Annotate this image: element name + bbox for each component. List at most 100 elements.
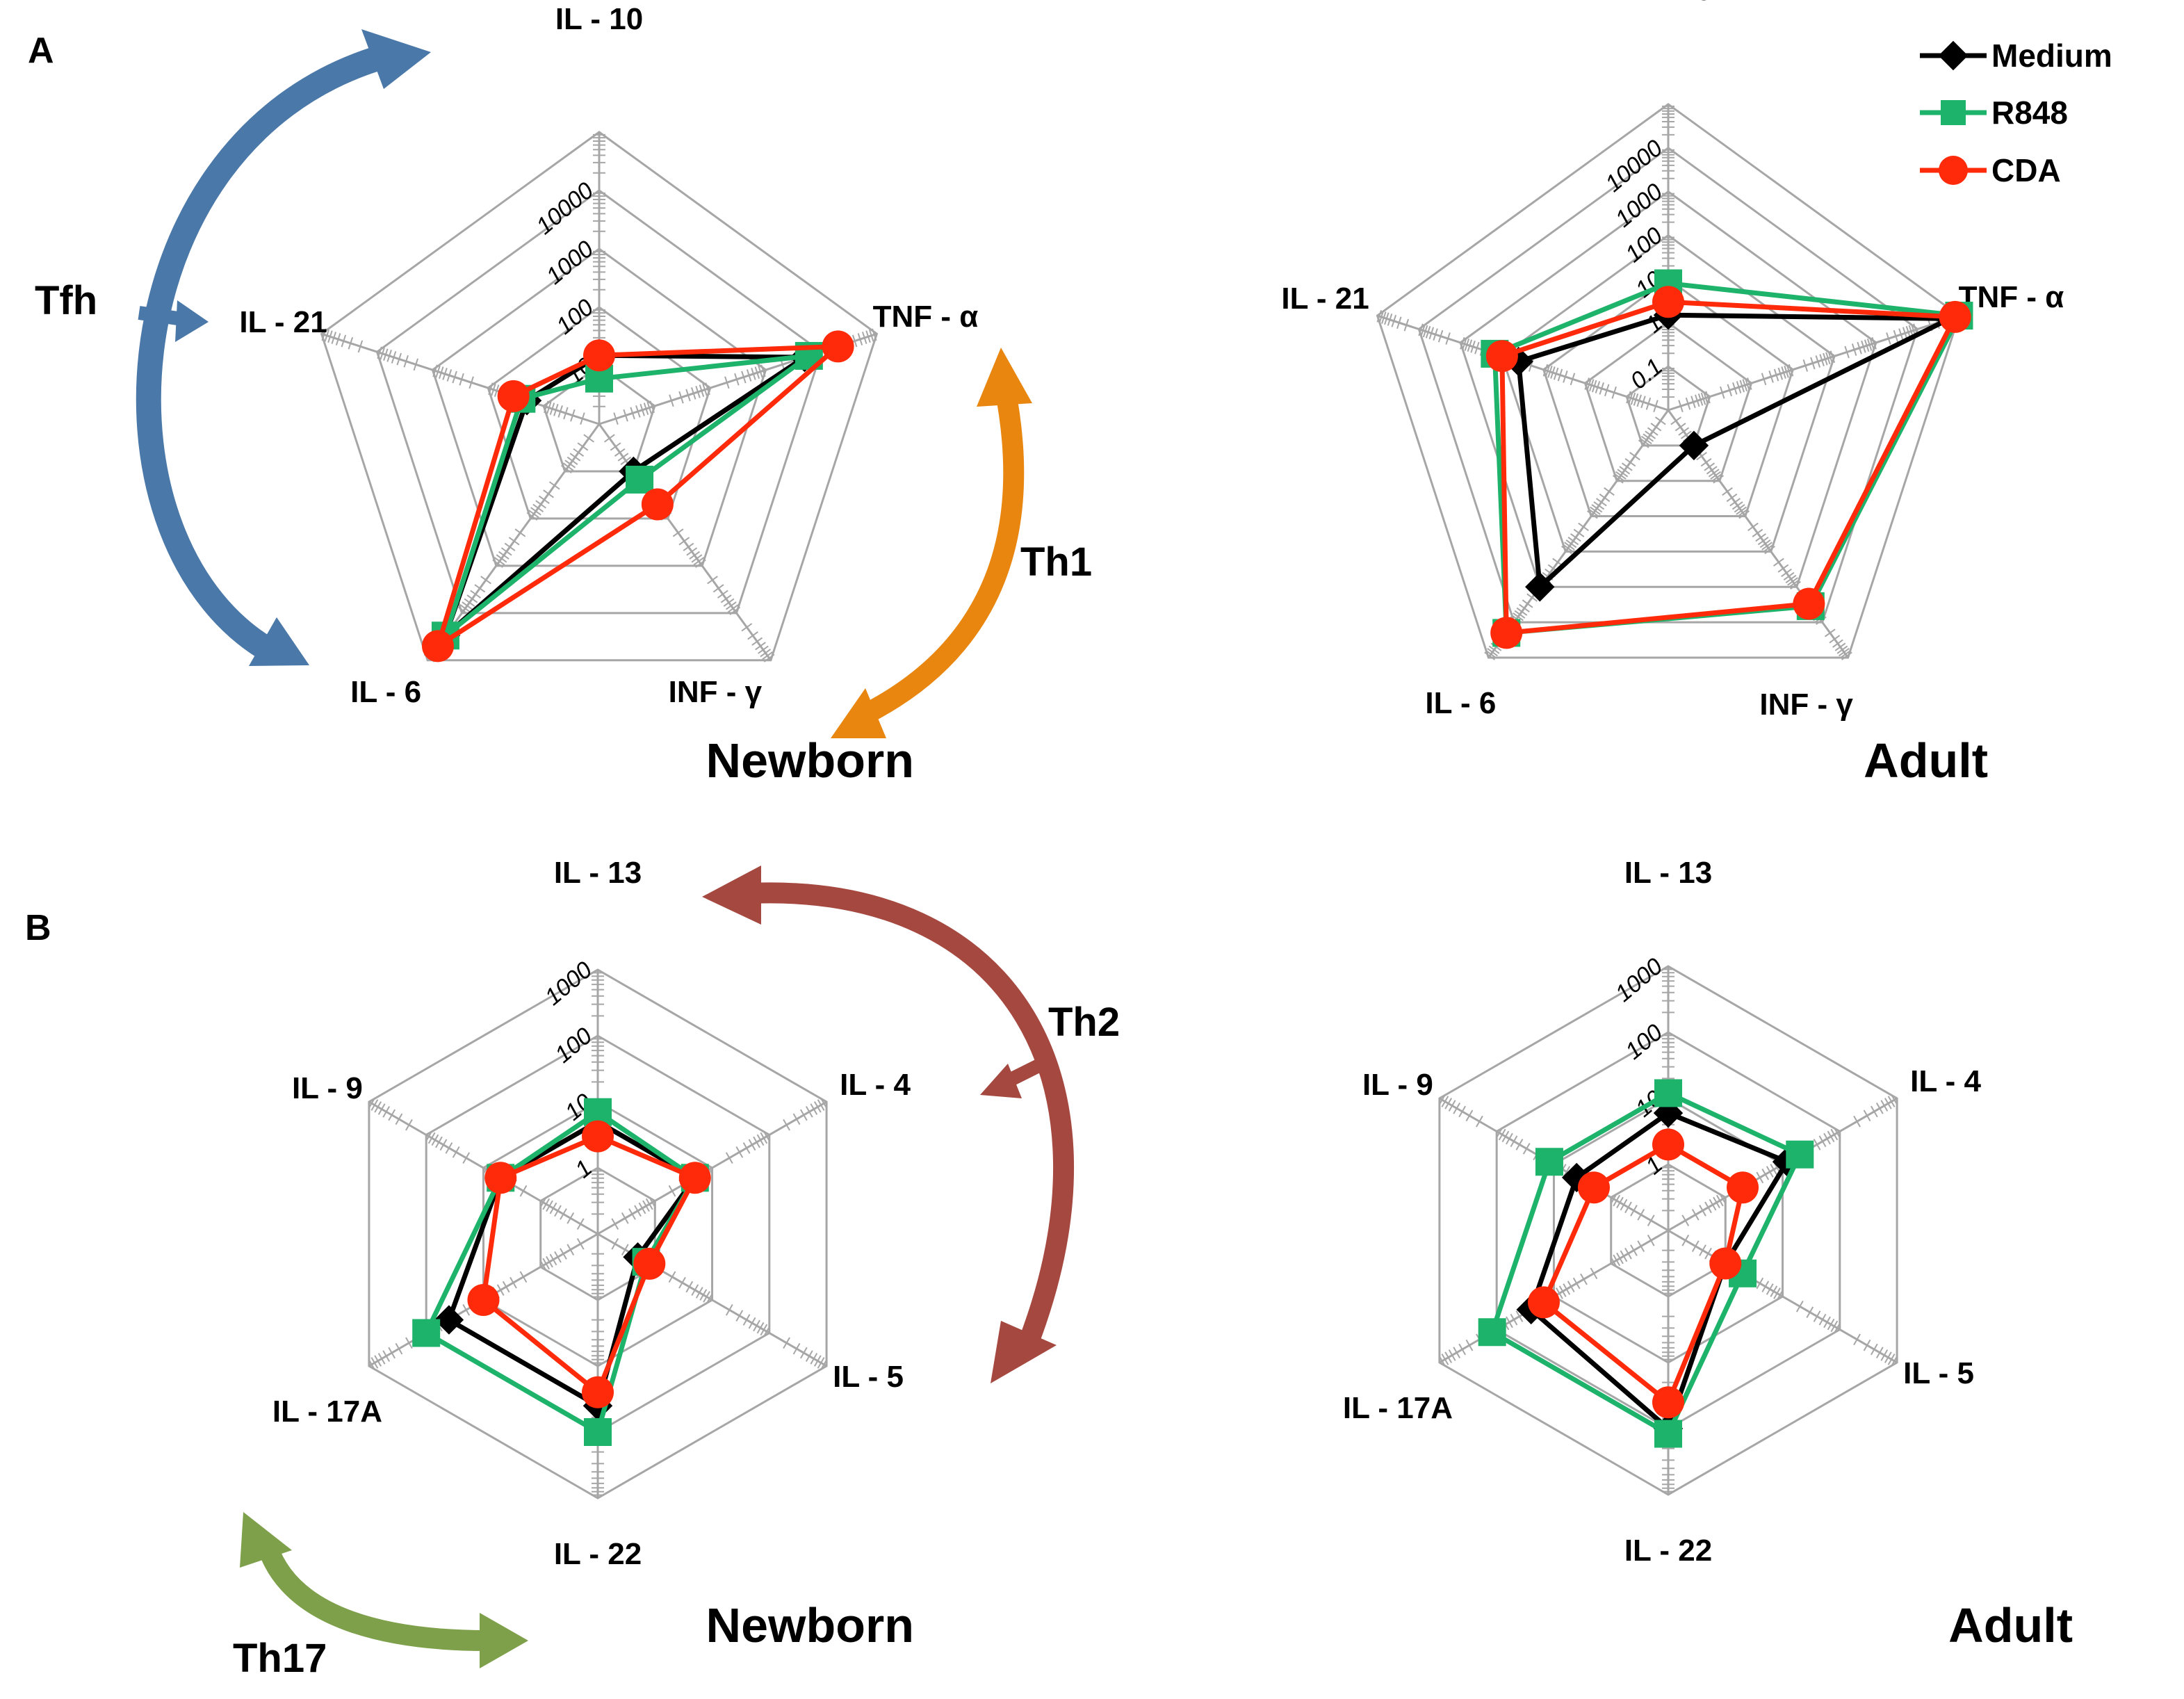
- minor-tick: [1788, 579, 1800, 588]
- minor-tick: [1699, 1205, 1706, 1217]
- minor-tick: [621, 1244, 629, 1255]
- minor-tick: [1708, 469, 1720, 478]
- minor-tick: [1678, 400, 1684, 413]
- minor-tick: [685, 389, 691, 402]
- minor-tick: [1691, 1209, 1700, 1221]
- minor-tick: [1884, 1098, 1892, 1109]
- minor-tick: [1887, 1353, 1896, 1365]
- minor-tick: [1870, 1105, 1878, 1118]
- minor-tick: [717, 590, 728, 599]
- axis-spoke: [1668, 1229, 1898, 1364]
- minor-tick: [735, 1310, 744, 1322]
- minor-tick: [760, 649, 772, 658]
- minor-tick: [1761, 1281, 1770, 1292]
- minor-tick: [324, 329, 330, 342]
- minor-tick: [357, 340, 364, 353]
- minor-tick: [712, 584, 724, 593]
- minor-tick: [1716, 1194, 1724, 1207]
- minor-tick: [1624, 458, 1636, 467]
- minor-tick: [810, 1103, 818, 1115]
- minor-tick: [1438, 1355, 1447, 1367]
- minor-tick: [492, 559, 504, 568]
- minor-tick: [1584, 377, 1590, 390]
- grid-ring: [1501, 234, 1836, 553]
- minor-tick: [724, 376, 730, 389]
- minor-tick: [1818, 1135, 1827, 1148]
- minor-tick: [1637, 1240, 1645, 1252]
- minor-tick: [1565, 539, 1577, 548]
- minor-tick: [621, 1212, 629, 1224]
- minor-tick: [1506, 1132, 1513, 1145]
- point-r848: [1786, 1140, 1814, 1169]
- minor-tick: [1875, 1103, 1884, 1114]
- point-r848: [1654, 1420, 1682, 1448]
- minor-tick: [1839, 647, 1850, 657]
- minor-tick: [341, 334, 347, 348]
- point-cda: [467, 1284, 500, 1316]
- minor-tick: [751, 368, 756, 380]
- minor-tick: [630, 407, 635, 420]
- category-label-il-4: IL - 4: [840, 1068, 911, 1102]
- minor-tick: [1484, 651, 1495, 660]
- minor-tick: [638, 1202, 646, 1214]
- minor-tick: [1567, 537, 1579, 546]
- minor-tick: [1890, 1355, 1898, 1367]
- minor-tick: [1591, 380, 1597, 393]
- minor-tick: [1547, 365, 1553, 378]
- minor-tick: [544, 400, 549, 414]
- minor-tick: [1616, 1252, 1624, 1265]
- minor-tick: [758, 645, 769, 654]
- minor-tick: [567, 456, 578, 465]
- minor-tick: [1875, 1347, 1884, 1358]
- minor-tick: [546, 1200, 553, 1212]
- grid-ring: [487, 306, 712, 520]
- minor-tick: [1773, 558, 1784, 567]
- minor-tick: [1773, 1287, 1781, 1299]
- legend-marker-cda: [1939, 156, 1968, 185]
- th17-label: Th17: [233, 1636, 327, 1681]
- minor-tick: [1674, 423, 1686, 432]
- minor-tick: [368, 1358, 376, 1371]
- category-label-il-13: IL - 13: [554, 856, 642, 890]
- minor-tick: [1766, 1283, 1774, 1295]
- minor-tick: [570, 409, 576, 422]
- minor-tick: [1444, 1351, 1453, 1363]
- minor-tick: [452, 1146, 460, 1158]
- minor-tick: [1747, 377, 1752, 390]
- minor-tick: [1441, 1353, 1449, 1365]
- minor-tick: [1824, 628, 1836, 637]
- minor-tick: [1823, 1316, 1831, 1328]
- minor-tick: [1387, 314, 1393, 326]
- minor-tick: [1638, 439, 1649, 448]
- minor-tick: [413, 358, 419, 371]
- minor-tick: [1700, 392, 1706, 405]
- minor-tick: [813, 1355, 822, 1367]
- tick-label: 100: [551, 294, 598, 340]
- minor-tick: [1853, 1333, 1861, 1346]
- minor-tick: [395, 1113, 403, 1125]
- minor-tick: [1599, 493, 1611, 503]
- minor-tick: [500, 547, 512, 556]
- th1-annotation: Th1: [831, 348, 1092, 738]
- minor-tick: [699, 384, 705, 397]
- minor-tick: [1645, 430, 1656, 439]
- minor-tick: [1813, 1310, 1821, 1322]
- minor-tick: [583, 434, 595, 443]
- minor-tick: [678, 537, 690, 546]
- minor-tick: [748, 1317, 756, 1329]
- minor-tick: [496, 1284, 505, 1296]
- minor-tick: [1680, 430, 1692, 439]
- condition-label: Adult: [1948, 1598, 2073, 1652]
- category-label-il-6: IL - 6: [1425, 686, 1496, 720]
- minor-tick: [1880, 1349, 1889, 1361]
- minor-tick: [1458, 1343, 1467, 1356]
- minor-tick: [380, 347, 385, 360]
- minor-tick: [1495, 1127, 1503, 1139]
- minor-tick: [756, 1322, 765, 1334]
- minor-tick: [1630, 392, 1636, 405]
- th1-arc: [857, 384, 1025, 726]
- minor-tick: [1861, 340, 1866, 353]
- minor-tick: [1787, 577, 1798, 586]
- minor-tick: [519, 1271, 528, 1283]
